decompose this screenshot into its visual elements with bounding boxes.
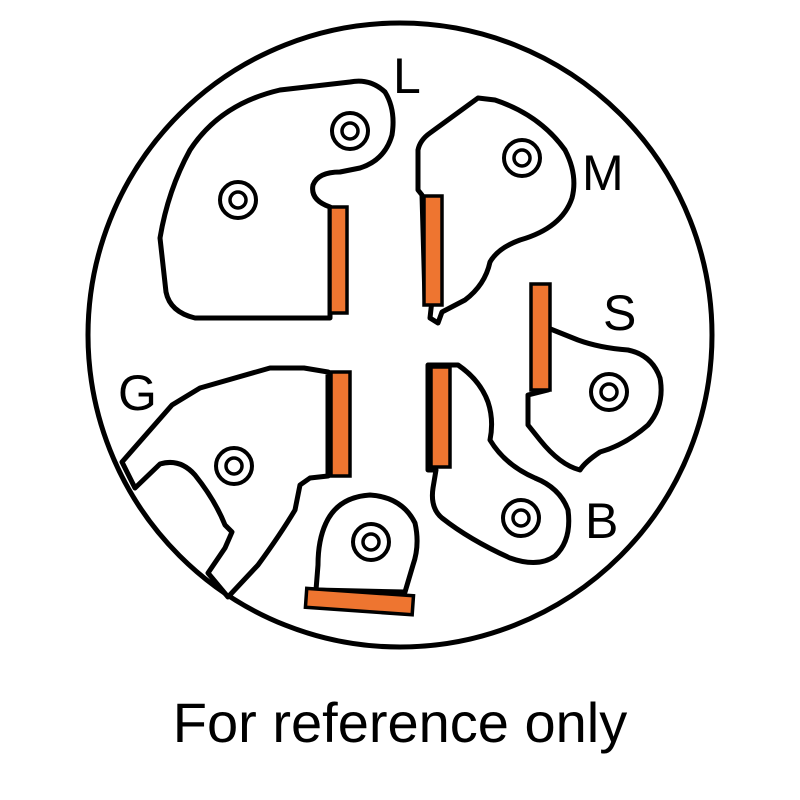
terminal-g: [119, 365, 352, 600]
terminal-s-plate: [525, 325, 664, 473]
terminal-l-screw: [218, 180, 258, 220]
label-g: G: [118, 365, 157, 421]
label-b: B: [585, 493, 618, 549]
terminal-bottom-contact: [303, 586, 416, 617]
terminal-s: [525, 282, 664, 473]
label-l: L: [393, 48, 421, 104]
terminal-l-contact: [328, 205, 349, 315]
terminal-g-contact: [329, 370, 352, 478]
terminal-s-screw: [589, 372, 629, 412]
label-s: S: [603, 285, 636, 341]
terminal-m-contact: [422, 194, 444, 307]
terminal-bottom: [303, 492, 420, 617]
terminal-l-rivet: [330, 111, 370, 151]
terminal-b-plate: [425, 362, 572, 565]
terminal-bottom-plate: [313, 492, 420, 595]
reference-caption: For reference only: [172, 691, 628, 754]
terminal-b-contact: [429, 365, 452, 469]
terminal-b-screw: [501, 498, 541, 538]
terminal-m-screw: [502, 138, 542, 178]
terminal-m-plate: [415, 95, 577, 326]
terminal-bottom-screw: [351, 522, 391, 562]
terminal-s-contact: [529, 282, 552, 392]
terminal-m: [415, 95, 577, 326]
terminal-g-screw: [214, 446, 254, 486]
label-m: M: [582, 145, 624, 201]
terminal-l: [157, 78, 396, 321]
terminal-b: [425, 362, 572, 565]
